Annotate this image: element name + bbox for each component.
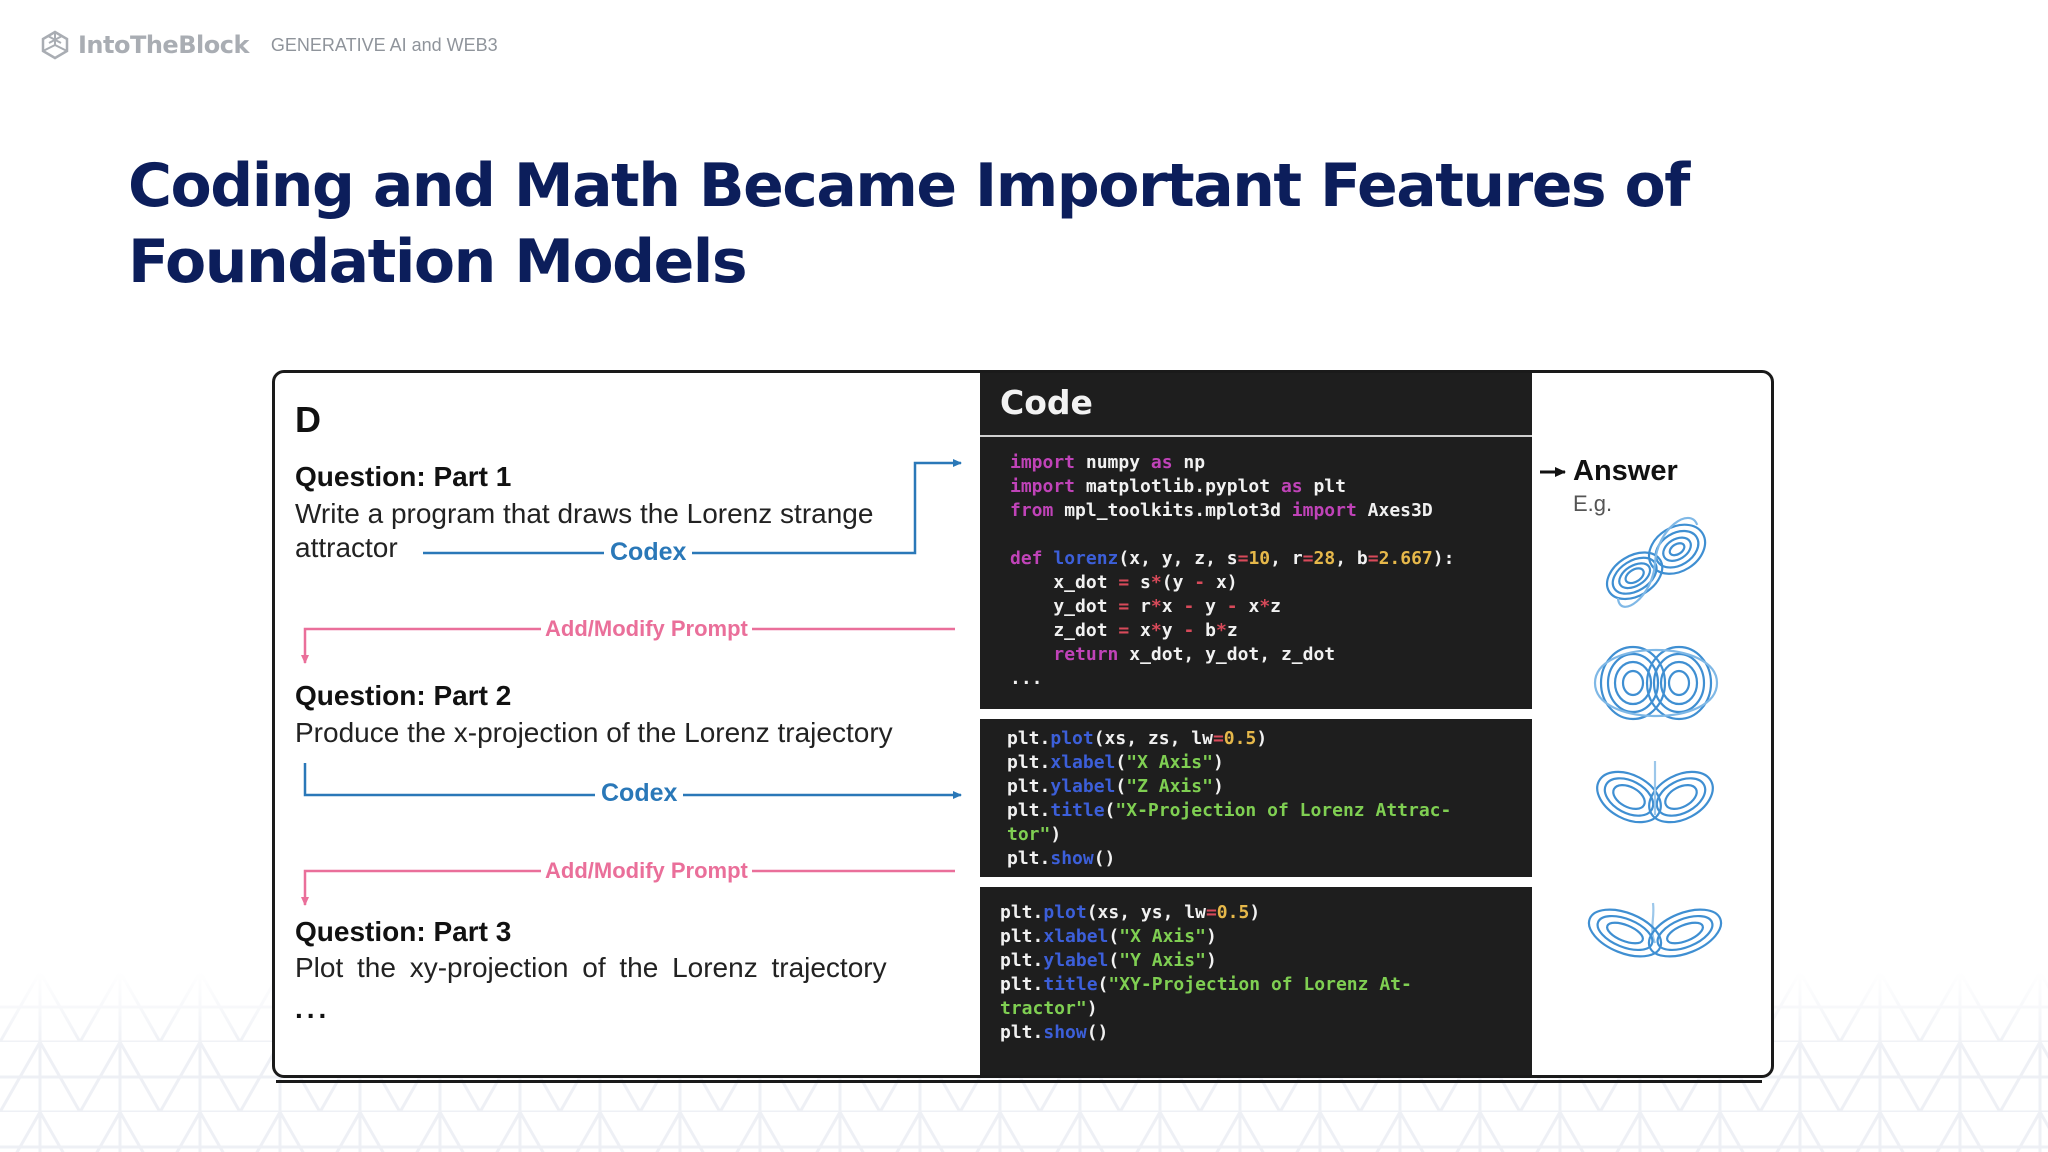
code-header-divider	[980, 435, 1532, 437]
prompt-label-2: Add/Modify Prompt	[541, 858, 752, 884]
code-block-3: plt.plot(xs, ys, lw=0.5) plt.xlabel("X A…	[980, 887, 1532, 1075]
code-header: Code	[1000, 383, 1093, 422]
code-block-1: Code import numpy as np import matplotli…	[980, 373, 1532, 709]
code-snippet-lorenz: import numpy as np import matplotlib.pyp…	[1010, 452, 1455, 689]
lorenz-figure: D Question: Part 1 Write a program that …	[272, 370, 1774, 1078]
answer-example-label: E.g.	[1573, 491, 1613, 516]
code-snippet-x-projection: plt.plot(xs, zs, lw=0.5) plt.xlabel("X A…	[1007, 728, 1452, 869]
header: IntoTheBlock GENERATIVE AI and WEB3	[40, 30, 498, 60]
tagline: GENERATIVE AI and WEB3	[270, 34, 498, 55]
lorenz-butterfly-icon	[1596, 761, 1714, 824]
lorenz-3d-icon	[1605, 517, 1707, 608]
page-title: Coding and Math Became Important Feature…	[128, 151, 1690, 297]
panel-label: D	[295, 399, 321, 440]
code-column: Code import numpy as np import matplotli…	[980, 373, 1532, 1075]
question-1-line-1: Write a program that draws the Lorenz st…	[295, 498, 874, 529]
question-1-heading: Question: Part 1	[295, 461, 512, 492]
code-snippet-xy-projection: plt.plot(xs, ys, lw=0.5) plt.xlabel("X A…	[1000, 902, 1412, 1043]
ellipsis: ...	[295, 993, 331, 1024]
codex-arrow-2	[303, 763, 962, 799]
question-1-line-2: attractor	[295, 532, 398, 563]
answer-label: Answer	[1573, 455, 1678, 487]
question-3-line-1: Plot the xy-projection of the Lorenz tra…	[295, 952, 887, 983]
answer-plots	[1587, 517, 1723, 958]
brand-name: IntoTheBlock	[78, 31, 249, 59]
question-2-line-1: Produce the x-projection of the Lorenz t…	[295, 717, 893, 748]
codex-label-2: Codex	[595, 779, 684, 808]
prompt-label-1: Add/Modify Prompt	[541, 616, 752, 642]
lorenz-xz-icon	[1593, 645, 1719, 721]
codex-label-1: Codex	[604, 538, 693, 567]
code-block-2: plt.plot(xs, zs, lw=0.5) plt.xlabel("X A…	[980, 719, 1532, 877]
figure-bottom-rule	[276, 1080, 1762, 1083]
lorenz-butterfly-icon	[1587, 902, 1723, 958]
question-3-heading: Question: Part 3	[295, 916, 512, 947]
cube-hexagon-icon	[41, 30, 69, 60]
question-2-heading: Question: Part 2	[295, 680, 512, 711]
